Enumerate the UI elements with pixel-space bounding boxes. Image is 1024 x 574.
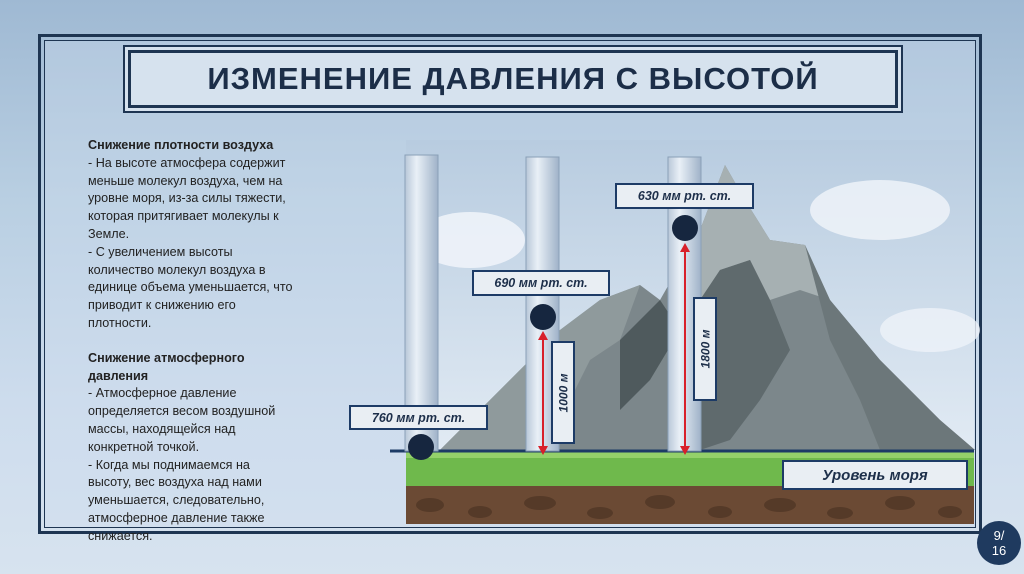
height-arrow [538, 331, 548, 455]
text-line: уменьшается, следовательно, [88, 493, 265, 508]
sea-level-label: Уровень моря [782, 460, 968, 490]
mercury-level-ball [408, 434, 434, 460]
pressure-label-690: 690 мм рт. ст. [472, 270, 610, 296]
pressure-label-760: 760 мм рт. ст. [349, 405, 488, 430]
cloud [810, 180, 950, 240]
barometer-tube [404, 154, 439, 452]
section-heading: Снижение атмосферного [88, 350, 245, 365]
text-line: которая притягивает молекулы к [88, 209, 279, 224]
mercury-level-ball [530, 304, 556, 330]
soil [406, 486, 974, 524]
text-line: - Атмосферное давление [88, 386, 237, 401]
text-line: уровне моря, из-за силы тяжести, [88, 191, 286, 206]
grass-top [406, 450, 974, 458]
text-line: Земле. [88, 226, 130, 241]
section-heading: Снижение плотности воздуха [88, 138, 274, 152]
text-line: - Когда мы поднимаемся на [88, 457, 250, 472]
pressure-label-630: 630 мм рт. ст. [615, 183, 754, 209]
height-arrow [680, 243, 690, 455]
mercury-level-ball [672, 215, 698, 241]
text-line: высоту, вес воздуха над нами [88, 475, 262, 490]
mountain-shadow [620, 300, 680, 410]
text-line: массы, находящейся над [88, 421, 236, 436]
text-column: Снижение плотности воздуха - На высоте а… [88, 137, 350, 546]
mountain-shadow [805, 245, 975, 450]
text-line: - На высоте атмосфера содержит [88, 155, 286, 170]
text-line: атмосферное давление также [88, 510, 265, 525]
soil-rocks [416, 495, 962, 519]
text-line: приводит к снижению его [88, 298, 236, 313]
outer-frame [38, 34, 982, 534]
text-line: снижается. [88, 528, 153, 543]
text-line: меньше молекул воздуха, чем на [88, 173, 283, 188]
text-line: определяется весом воздушной [88, 404, 276, 419]
title-box: ИЗМЕНЕНИЕ ДАВЛЕНИЯ С ВЫСОТОЙ [128, 50, 898, 108]
text-line: количество молекул воздуха в [88, 262, 266, 277]
text-line: единице объема уменьшается, что [88, 280, 293, 295]
page-number: 9/ 16 [991, 528, 1007, 558]
cloud [880, 308, 980, 352]
section-heading: давления [88, 368, 149, 383]
text-line: конкретной точкой. [88, 439, 200, 454]
height-label-1800: 1800 м [693, 297, 717, 401]
cloud [415, 212, 525, 268]
text-line: - С увеличением высоты [88, 244, 233, 259]
page-number-badge: 9/ 16 [977, 521, 1021, 565]
text-line: плотности. [88, 315, 152, 330]
height-label-1000: 1000 м [551, 341, 575, 444]
page-title: ИЗМЕНЕНИЕ ДАВЛЕНИЯ С ВЫСОТОЙ [207, 61, 819, 96]
